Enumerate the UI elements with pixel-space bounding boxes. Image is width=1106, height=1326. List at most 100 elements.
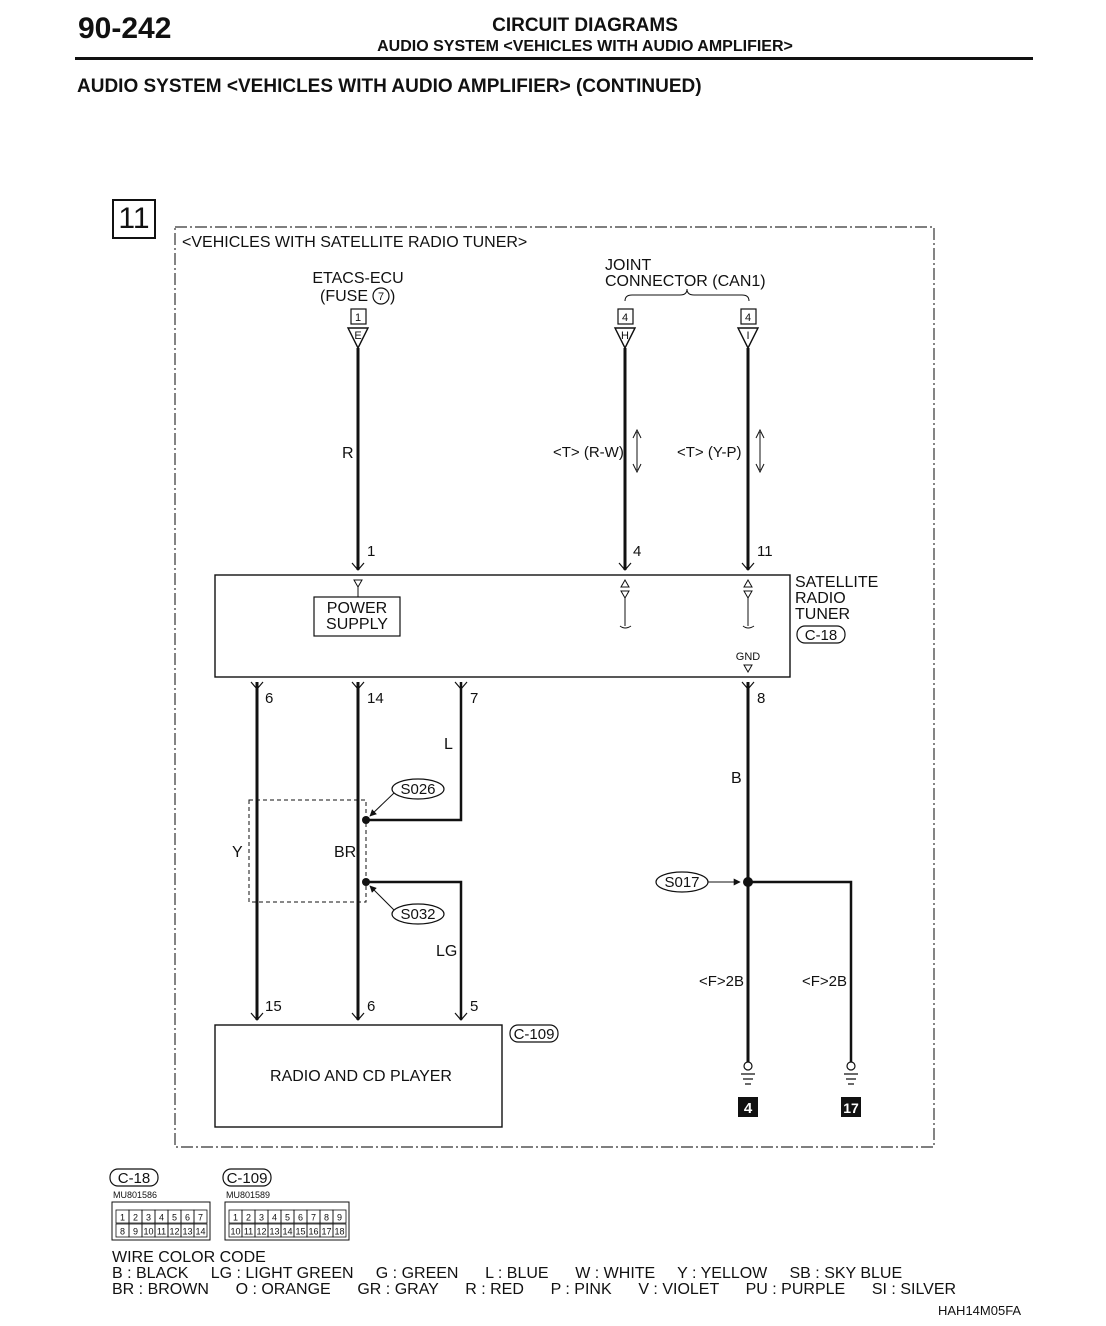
- c18-pin-cell: [193, 1223, 208, 1238]
- etacs-fuse-prefix: (FUSE: [320, 288, 368, 305]
- c109-pin-number: 18: [334, 1227, 344, 1237]
- wire-label-ground-right: <F>2B: [802, 973, 847, 990]
- wire-color-code-line-1: B : BLACK LG : LIGHT GREEN G : GREEN L :…: [112, 1265, 903, 1282]
- etacs-fuse-suffix: ): [390, 288, 395, 305]
- header-title: CIRCUIT DIAGRAMS: [492, 15, 678, 36]
- can-l-internal-mark: [742, 578, 755, 629]
- power-input-mark: [353, 579, 363, 589]
- c109-pin-number: 4: [272, 1213, 277, 1223]
- wire-label-power: R: [342, 445, 354, 462]
- c18-pin-number: 14: [195, 1227, 205, 1237]
- c18-pin-number: 5: [172, 1213, 177, 1223]
- c18-pin-number: 13: [182, 1227, 192, 1237]
- etacs-connector-ref: 1: [355, 312, 361, 324]
- wire-label-can-l: <T> (Y-P): [677, 444, 741, 461]
- power-supply-label-2: SUPPLY: [326, 616, 388, 633]
- splice-s017-dot: [743, 877, 753, 887]
- etacs-terminal-letter: E: [354, 330, 361, 342]
- c109-name: C-109: [227, 1170, 268, 1187]
- ground-17: 17: [841, 1061, 861, 1117]
- c18-pin-number: 2: [133, 1213, 138, 1223]
- joint-right-ref: 4: [745, 312, 751, 324]
- tuner-pin-7: 7: [470, 690, 478, 707]
- c18-name: C-18: [118, 1170, 151, 1187]
- c109-part: MU801589: [226, 1190, 270, 1200]
- tuner-top-pin-marks: [351, 562, 755, 571]
- splice-s017: S017: [664, 874, 699, 891]
- c109-pin-number: 1: [233, 1213, 238, 1223]
- c18-pin-number: 11: [157, 1227, 166, 1237]
- tuner-pin-11: 11: [757, 543, 773, 560]
- joint-right-letter: I: [746, 330, 749, 342]
- tuner-connector: C-18: [805, 627, 838, 644]
- radio-pin-marks: [250, 1012, 468, 1021]
- c109-pin-number: 17: [321, 1227, 331, 1237]
- wire-label-brown: BR: [334, 844, 356, 861]
- tuner-pin-8: 8: [757, 690, 765, 707]
- c18-pin-number: 3: [146, 1213, 151, 1223]
- ground-4-number: 4: [744, 1100, 753, 1117]
- joint-label-2: CONNECTOR (CAN1): [605, 273, 766, 290]
- tuner-pin-4: 4: [633, 543, 641, 560]
- power-supply-label-1: POWER: [327, 600, 387, 617]
- shield-box: [248, 799, 367, 903]
- c18-pin-number: 6: [185, 1213, 190, 1223]
- tuner-connector-badge: [796, 625, 846, 644]
- radio-cd-player: [214, 1024, 503, 1128]
- gnd-output-mark: [743, 664, 753, 674]
- joint-label-1: JOINT: [605, 257, 651, 274]
- can-l-bidir-arrow: [755, 428, 765, 474]
- joint-right-terminal: [736, 327, 760, 350]
- joint-right-ref-box: [740, 308, 757, 325]
- c109-pin-number: 15: [295, 1227, 305, 1237]
- wire-ground-branch: [748, 880, 853, 1062]
- c109-pin-number: 2: [246, 1213, 251, 1223]
- tuner-pin-14: 14: [367, 690, 384, 707]
- c109-pin-number: 7: [311, 1213, 316, 1223]
- tuner-pin-1: 1: [367, 543, 375, 560]
- c109-pin-number: 11: [244, 1227, 253, 1237]
- c109-pin-cell: [332, 1223, 347, 1238]
- wire-color-code-line-2: BR : BROWN O : ORANGE GR : GRAY R : RED …: [112, 1281, 957, 1298]
- splice-s032: S032: [400, 906, 435, 923]
- joint-left-terminal: [613, 327, 637, 350]
- c18-part: MU801586: [113, 1190, 157, 1200]
- c109-pin-number: 3: [259, 1213, 264, 1223]
- wire-label-can-h: <T> (R-W): [553, 444, 624, 461]
- page-number: 90-242: [78, 12, 172, 45]
- ground-4: 4: [738, 1061, 758, 1117]
- splice-s026-pointer: [369, 792, 395, 817]
- wire-label-light-green: LG: [436, 943, 457, 960]
- c109-pin-number: 8: [324, 1213, 329, 1223]
- scope-boundary: [174, 226, 935, 1148]
- c18-pin-number: 7: [198, 1213, 203, 1223]
- c18-pin-number: 1: [120, 1213, 125, 1223]
- tuner-name-1: SATELLITE: [795, 574, 878, 591]
- fuse-number: 7: [378, 291, 384, 303]
- c109-pin-number: 16: [308, 1227, 318, 1237]
- section-title: AUDIO SYSTEM <VEHICLES WITH AUDIO AMPLIF…: [77, 76, 702, 97]
- scope-label: <VEHICLES WITH SATELLITE RADIO TUNER>: [182, 234, 527, 251]
- c109-pin-number: 10: [230, 1227, 240, 1237]
- splice-s032-pointer: [369, 885, 395, 911]
- splice-s026-dot: [362, 816, 370, 824]
- wire-label-ground-left: <F>2B: [699, 973, 744, 990]
- c18-pin-number: 4: [159, 1213, 164, 1223]
- radio-pin-6: 6: [367, 998, 375, 1015]
- radio-connector: C-109: [514, 1026, 555, 1043]
- header-rule: [75, 57, 1033, 60]
- radio-pin-5: 5: [470, 998, 478, 1015]
- tuner-name-2: RADIO: [795, 590, 846, 607]
- c109-pin-cell: [332, 1209, 347, 1224]
- c109-pin-number: 9: [337, 1213, 342, 1223]
- joint-left-letter: H: [621, 330, 629, 342]
- c18-pin-number: 12: [169, 1227, 179, 1237]
- wire-light-green: [366, 880, 463, 1020]
- splice-s032-badge: [391, 903, 445, 925]
- etacs-terminal: [346, 327, 370, 350]
- c109-pin-number: 13: [269, 1227, 279, 1237]
